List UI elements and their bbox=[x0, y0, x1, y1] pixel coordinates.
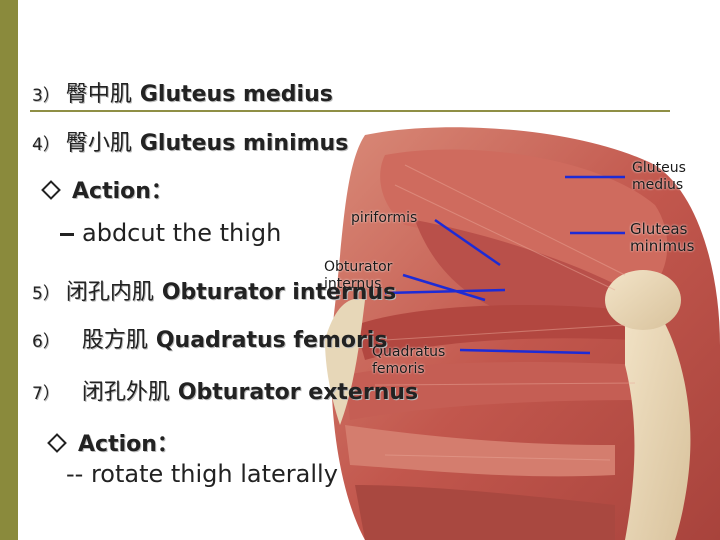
item-gluteus-medius: 3）臀中肌 Gluteus medius bbox=[32, 76, 333, 108]
item-obturator-externus: 7） 闭孔外肌 Obturator externus bbox=[32, 374, 418, 406]
action-heading-1: Action： bbox=[41, 173, 173, 205]
item-number: 6） bbox=[32, 332, 60, 352]
label-gluteus-medius: Gluteus medius bbox=[632, 160, 686, 193]
action-text: abdcut the thigh bbox=[82, 219, 282, 247]
diamond-bullet-icon bbox=[41, 180, 61, 200]
item-chinese-name: 闭孔外肌 bbox=[81, 380, 170, 405]
item-chinese-name: 闭孔内肌 bbox=[65, 280, 154, 305]
label-piriformis: piriformis bbox=[351, 210, 418, 226]
item-number: 3） bbox=[32, 86, 60, 106]
item-chinese-name: 臀中肌 bbox=[65, 82, 132, 107]
action-heading-2: Action： bbox=[47, 426, 179, 458]
action-description-2: -- rotate thigh laterally bbox=[66, 460, 338, 488]
label-obturator-internus: Obturator internus bbox=[324, 259, 393, 292]
item-quadratus-femoris: 6） 股方肌 Quadratus femoris bbox=[32, 322, 387, 354]
label-quadratus-femoris: Quadratus femoris bbox=[372, 344, 446, 377]
dash-bullet-icon bbox=[60, 232, 74, 236]
gluteal-muscles-illustration bbox=[325, 127, 720, 540]
action-label: Action： bbox=[78, 432, 179, 457]
left-accent-bar bbox=[0, 0, 18, 540]
item-number: 5） bbox=[32, 284, 60, 304]
item-obturator-internus: 5）闭孔内肌 Obturator internus bbox=[32, 274, 396, 306]
item-chinese-name: 股方肌 bbox=[81, 328, 148, 353]
item-english-name: Gluteus medius bbox=[139, 82, 333, 107]
item-chinese-name: 臀小肌 bbox=[65, 131, 132, 156]
item-number: 7） bbox=[32, 384, 60, 404]
item-number: 4） bbox=[32, 135, 60, 155]
diamond-bullet-icon bbox=[47, 433, 67, 453]
item-english-name: Obturator externus bbox=[177, 380, 419, 405]
horizontal-rule bbox=[30, 110, 670, 112]
label-gluteas-minimus: Gluteas minimus bbox=[630, 220, 695, 255]
action-label: Action： bbox=[72, 179, 173, 204]
item-english-name: Obturator internus bbox=[161, 280, 397, 305]
action-description-1: abdcut the thigh bbox=[60, 219, 281, 247]
item-gluteus-minimus: 4）臀小肌 Gluteus minimus bbox=[32, 125, 348, 157]
action-text: -- rotate thigh laterally bbox=[66, 460, 338, 488]
item-english-name: Quadratus femoris bbox=[155, 328, 388, 353]
item-english-name: Gluteus minimus bbox=[139, 131, 349, 156]
